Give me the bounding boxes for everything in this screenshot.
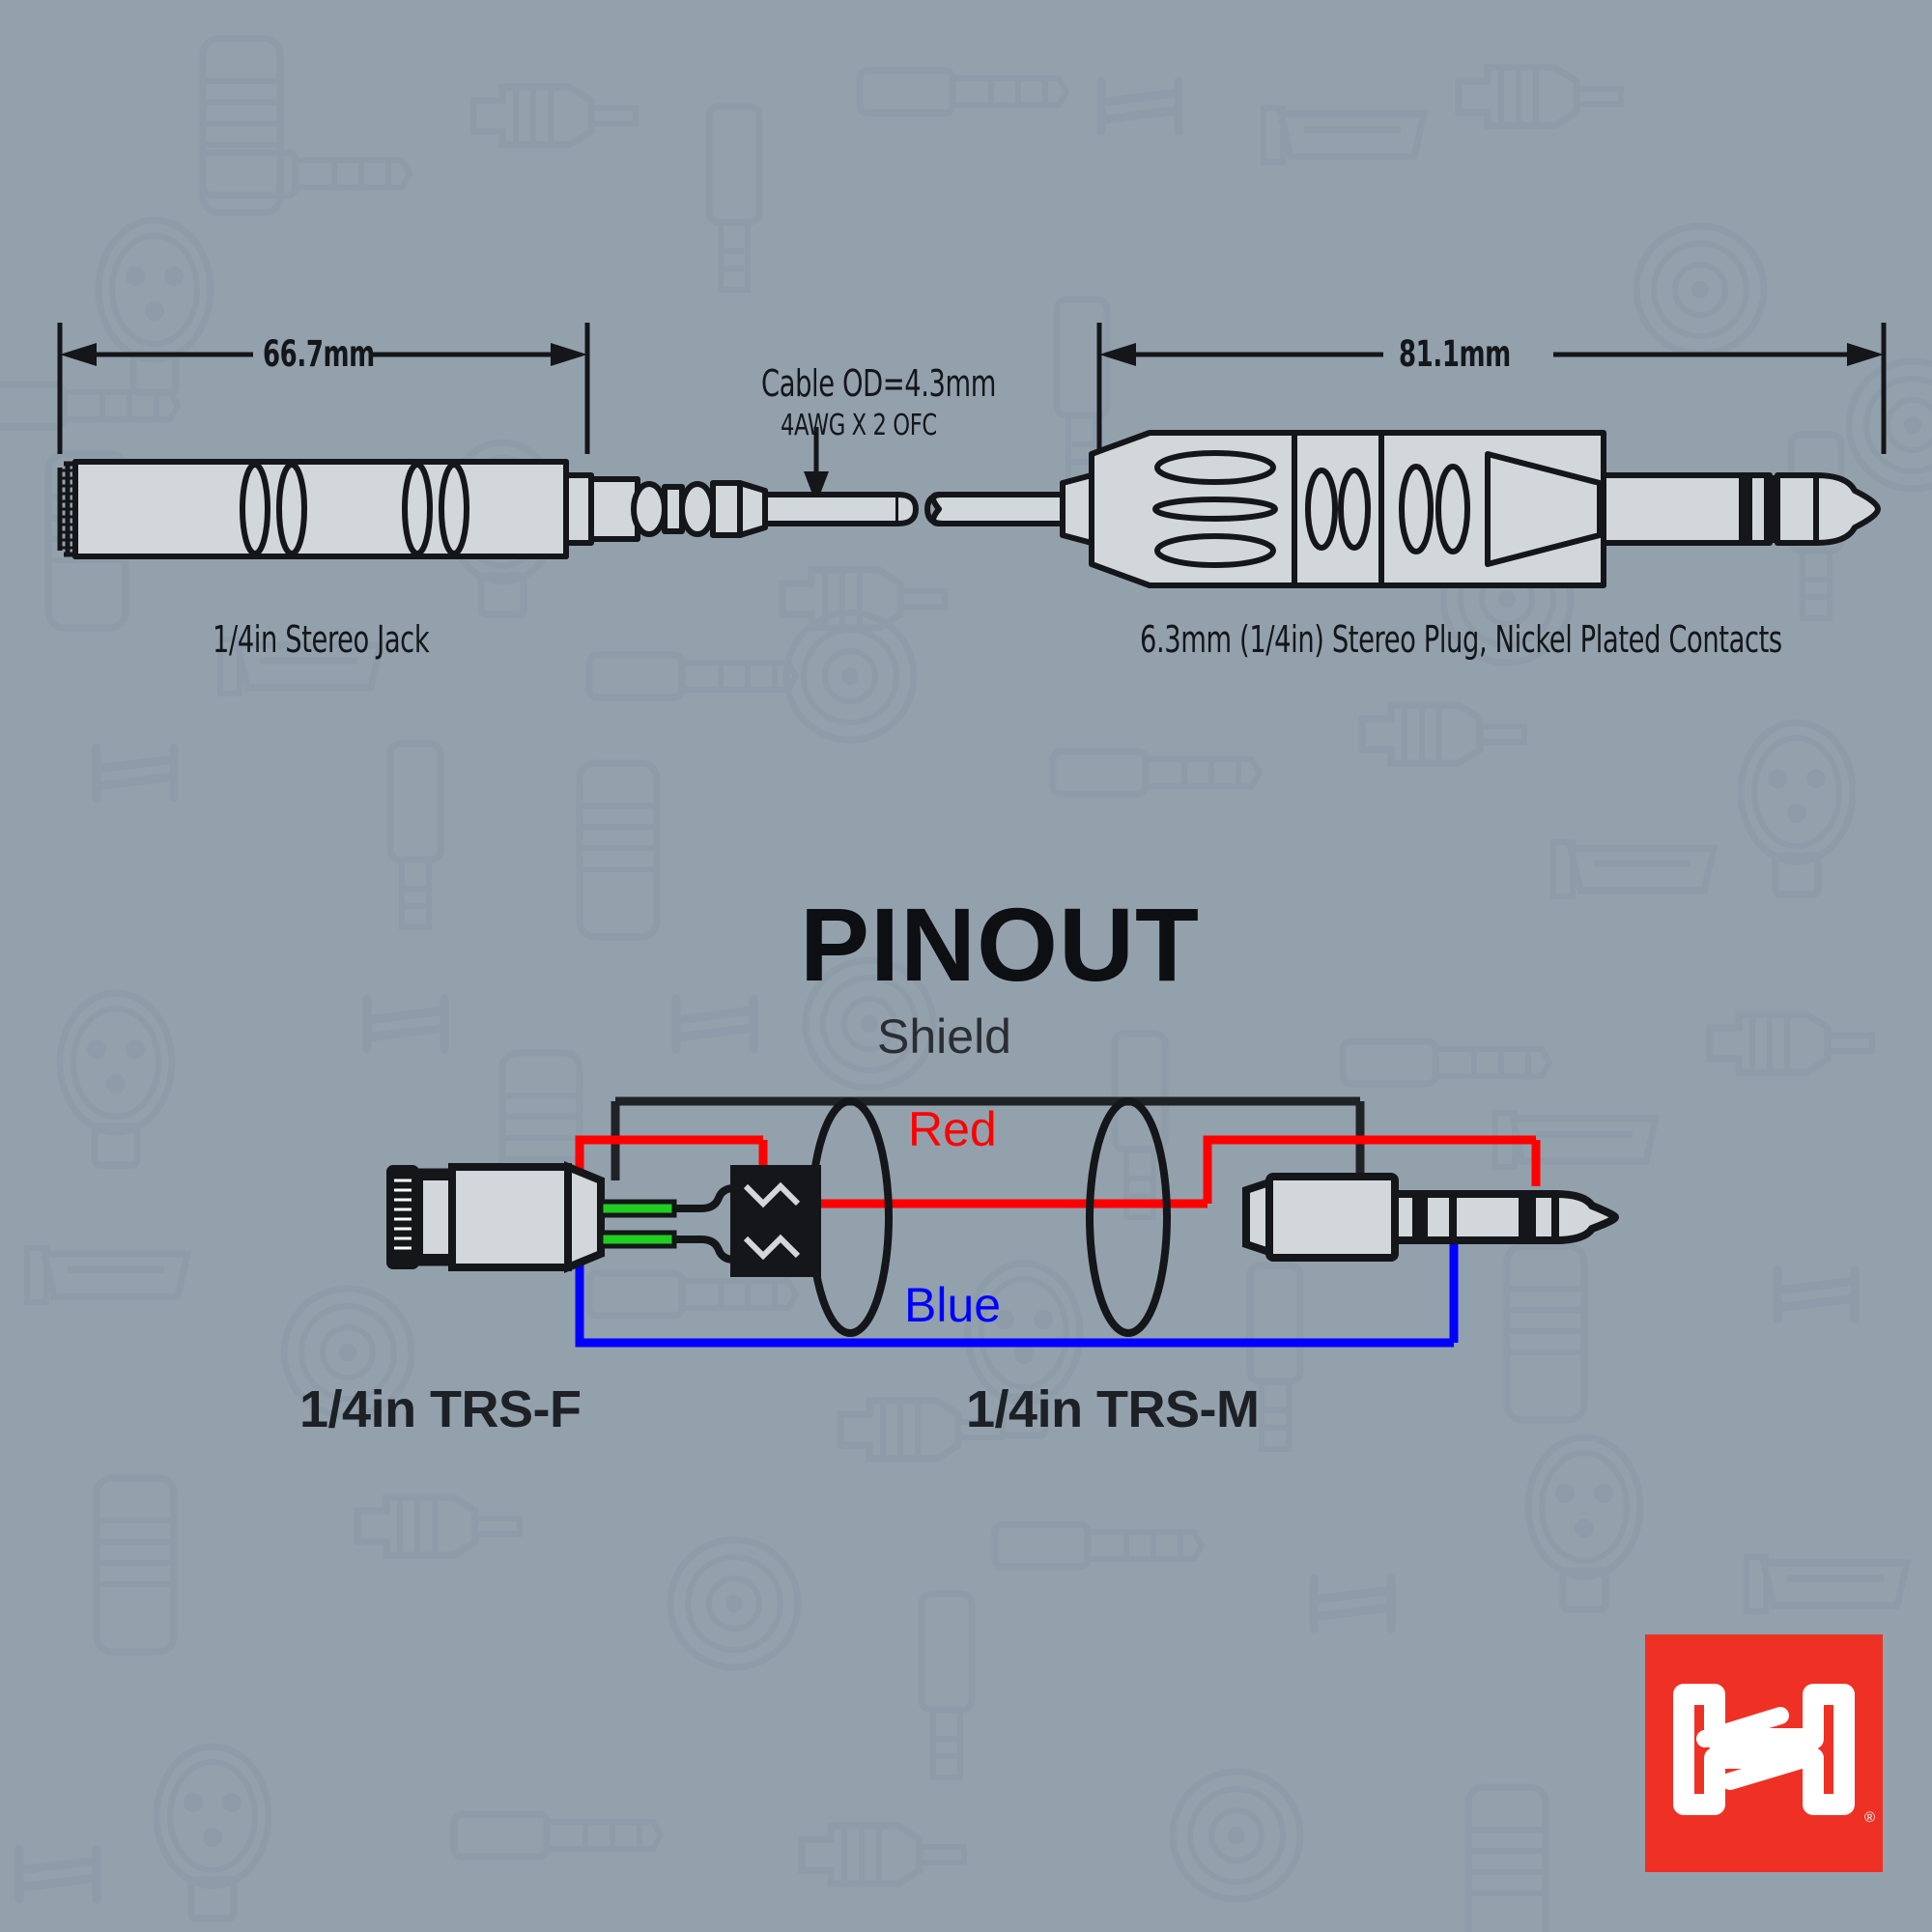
wire-label-shield: Shield (877, 1009, 1011, 1064)
wire-label-blue: Blue (904, 1278, 1002, 1332)
left-connector-caption: 1/4in Stereo Jack (213, 618, 430, 661)
hosa-logo: ® (1645, 1634, 1883, 1872)
pinout-right-connector-label: 1/4in TRS-M (966, 1380, 1260, 1438)
right-connector-caption: 6.3mm (1/4in) Stereo Plug, Nickel Plated… (1140, 618, 1782, 661)
cable-gauge-label: 4AWG X 2 OFC (781, 409, 937, 442)
dimension-label-left: 66.7mm (263, 333, 375, 375)
registered-trademark-symbol: ® (1863, 1809, 1875, 1826)
wire-label-red: Red (908, 1102, 997, 1156)
top-product-illustration (57, 323, 1887, 588)
pinout-left-connector-label: 1/4in TRS-F (299, 1380, 582, 1438)
pinout-wiring-diagram (386, 1096, 1620, 1348)
dimension-label-right: 81.1mm (1399, 333, 1511, 375)
hosa-logo-mark (1673, 1684, 1855, 1815)
cable-od-label: Cable OD=4.3mm (761, 362, 997, 405)
pinout-title: PINOUT (800, 886, 1201, 1003)
